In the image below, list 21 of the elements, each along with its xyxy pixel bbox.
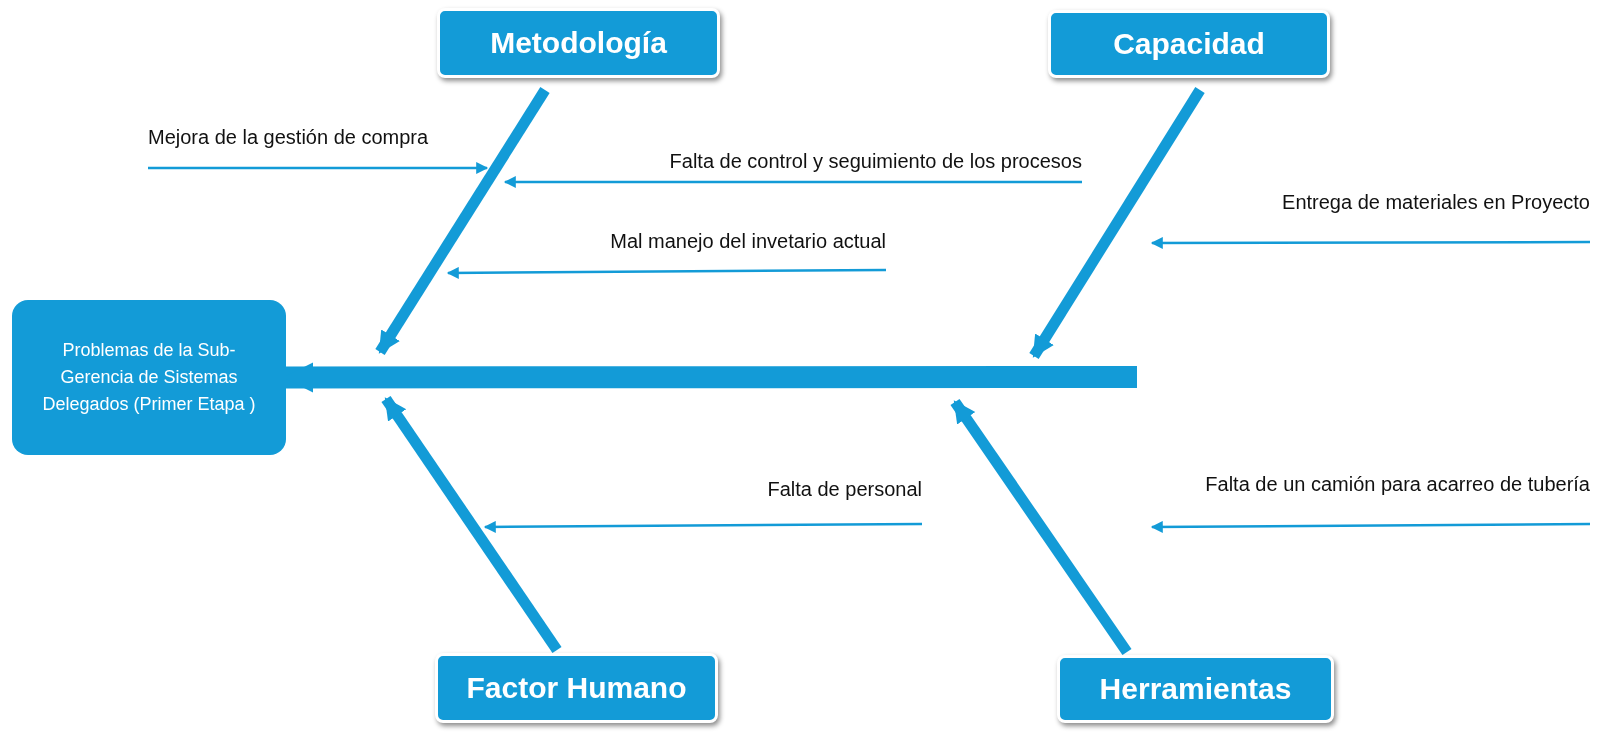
cause-label: Falta de personal (592, 478, 922, 526)
category-box: Metodología (437, 8, 720, 78)
bone-arrow (950, 398, 1132, 656)
cause-label: Entrega de materiales en Proyecto (1215, 191, 1590, 244)
arrow (1150, 237, 1590, 249)
category-box: Herramientas (1057, 655, 1334, 723)
cause-label: Mal manejo del invetario actual (502, 230, 886, 272)
arrow (1150, 520, 1590, 533)
bone-arrow (381, 395, 562, 654)
bone-arrow (1029, 87, 1205, 359)
cause-label: Mejora de la gestión de compra (148, 126, 478, 170)
bone-arrow (375, 87, 550, 355)
category-box: Factor Humano (435, 653, 718, 723)
arrow (503, 176, 1082, 188)
cause-label: Falta de control y seguimiento de los procesos (548, 150, 1082, 184)
effect-box: Problemas de la Sub-Gerencia de Sistemas Delegados (Primer Etapa ) (12, 300, 286, 455)
arrow (148, 162, 489, 174)
category-box: Capacidad (1048, 10, 1330, 78)
cause-label: Falta de un camión para acarreo de tubería (1162, 473, 1590, 526)
arrow (446, 266, 886, 279)
arrow (483, 520, 922, 533)
